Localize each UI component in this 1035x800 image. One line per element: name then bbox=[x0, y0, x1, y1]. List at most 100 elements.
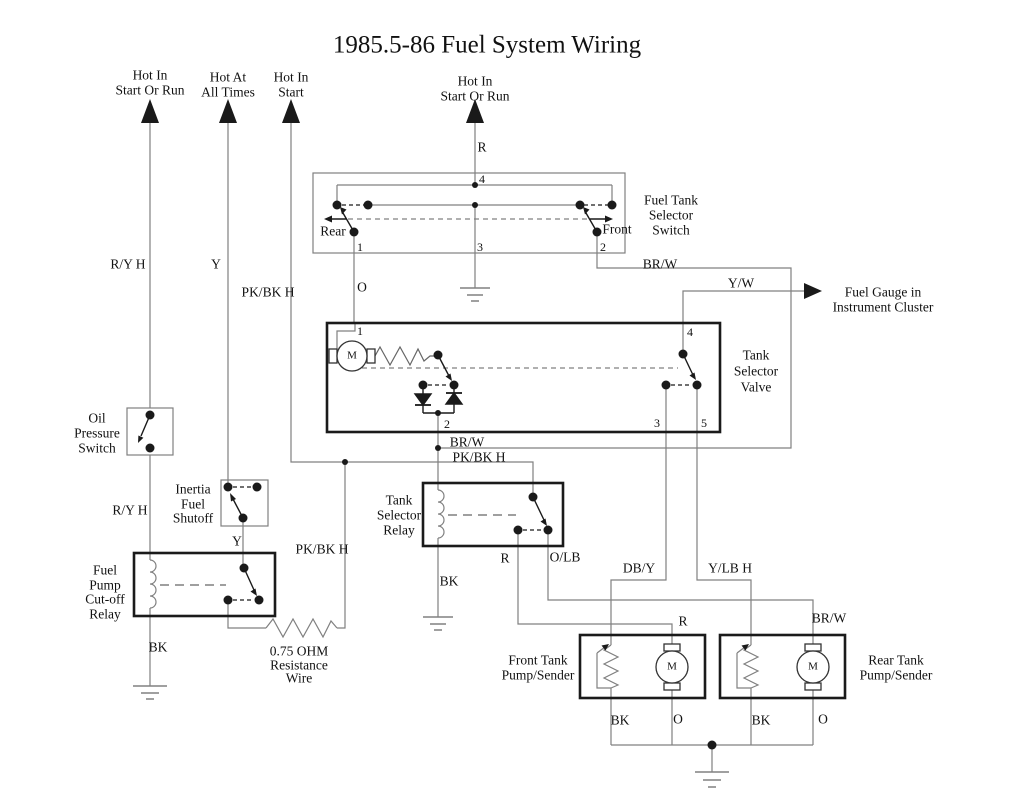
diode-up-icon bbox=[444, 391, 464, 405]
fuel-pump-relay-coil bbox=[149, 559, 157, 609]
wire-label-r-top: R bbox=[477, 139, 487, 155]
wire-label-o-front: O bbox=[673, 711, 683, 727]
wire-label-ryh-upper: R/Y H bbox=[110, 256, 146, 272]
front-motor-tab-bottom bbox=[663, 682, 681, 691]
position-label-front: Front bbox=[602, 221, 632, 237]
wire-label-bk-front: BK bbox=[610, 712, 630, 728]
fuel-gauge-arrow-icon bbox=[804, 283, 822, 299]
wire-label-brw-rear-motor: BR/W bbox=[811, 610, 847, 626]
front-motor-letter: M bbox=[667, 660, 677, 673]
valve-left-arm-arrow bbox=[445, 373, 452, 381]
inertia-arm-arrow bbox=[230, 493, 236, 502]
rear-pump-label-2: Pump/Sender bbox=[859, 667, 933, 683]
wire-label-y-upper: Y bbox=[211, 256, 221, 272]
ground-symbols bbox=[133, 287, 729, 788]
inertia-label-3: Shutoff bbox=[172, 510, 214, 526]
pump-relay-label-4: Relay bbox=[89, 606, 121, 622]
relay-linkage-dashes bbox=[160, 514, 516, 586]
switch-terminal-4: 4 bbox=[479, 172, 485, 186]
valve-right-arm-arrow bbox=[689, 372, 696, 380]
diode-down-icon bbox=[413, 393, 433, 407]
pump-relay-label-3: Cut-off bbox=[85, 591, 125, 607]
wires bbox=[133, 123, 814, 788]
front-tank-pump-sender-box bbox=[578, 633, 707, 700]
front-sender-wiper-arrow bbox=[601, 644, 609, 651]
pump-relay-label-2: Pump bbox=[89, 577, 121, 593]
power-feed-3-line1: Hot In bbox=[273, 69, 309, 85]
wire-label-bk-selector-relay: BK bbox=[439, 573, 459, 589]
oil-switch-arm-arrow bbox=[138, 435, 144, 443]
tank-selector-relay-box bbox=[421, 481, 565, 548]
component-boxes bbox=[126, 172, 847, 700]
fuel-pump-cutoff-relay-box bbox=[132, 551, 277, 618]
rear-motor-letter: M bbox=[808, 660, 818, 673]
front-sender-resistor bbox=[602, 644, 620, 689]
inertia-label-1: Inertia bbox=[175, 481, 211, 497]
power-arrow-4-icon bbox=[466, 99, 484, 123]
arrowheads bbox=[138, 99, 822, 651]
relay-wires bbox=[149, 455, 814, 686]
contact-dashes bbox=[233, 204, 692, 601]
wire-label-r-front-motor: R bbox=[678, 613, 688, 629]
valve-terminal-3: 3 bbox=[654, 416, 660, 430]
inertia-fuel-shutoff-box bbox=[220, 479, 269, 527]
switch-terminal-1: 1 bbox=[357, 240, 363, 254]
fuel-gauge-label-2: Instrument Cluster bbox=[832, 299, 934, 315]
resistance-wire-zigzag bbox=[265, 617, 338, 639]
switch-arms bbox=[140, 212, 694, 591]
rear-pump-motor bbox=[796, 650, 830, 684]
selector-relay-arm-arrow bbox=[540, 518, 547, 526]
switch-terminal-3: 3 bbox=[477, 240, 483, 254]
switch-left-arm-arrow bbox=[340, 207, 347, 215]
valve-label-3: Valve bbox=[740, 379, 772, 395]
valve-motor-tab-right bbox=[366, 348, 376, 364]
switch-terminal-2: 2 bbox=[600, 240, 606, 254]
valve-wires bbox=[336, 323, 752, 645]
power-feed-4-line2: Start Or Run bbox=[440, 88, 510, 104]
power-arrow-3-icon bbox=[282, 99, 300, 123]
feed-wires bbox=[149, 123, 534, 497]
valve-terminal-1: 1 bbox=[357, 324, 363, 338]
rear-direction-arrow-icon bbox=[324, 215, 332, 223]
inertia-label-2: Fuel bbox=[180, 496, 206, 512]
wire-label-pkbk-upper: PK/BK H bbox=[241, 284, 295, 300]
front-pump-label-2: Pump/Sender bbox=[501, 667, 575, 683]
front-motor-tab-top bbox=[663, 643, 681, 652]
oil-switch-label-2: Pressure bbox=[74, 425, 120, 441]
valve-resistor bbox=[374, 345, 438, 367]
switch-right-arm-arrow bbox=[583, 207, 590, 215]
power-feed-1-line1: Hot In bbox=[132, 67, 168, 83]
valve-terminal-2: 2 bbox=[444, 417, 450, 431]
rear-sender-wiper-arrow bbox=[741, 644, 749, 651]
wire-label-ryh-lower: R/Y H bbox=[112, 502, 148, 518]
valve-motor bbox=[336, 340, 368, 372]
valve-motor-tab-left bbox=[328, 348, 338, 364]
power-feed-4-line1: Hot In bbox=[457, 73, 493, 89]
oil-switch-label-1: Oil bbox=[88, 410, 106, 426]
tank-selector-relay-coil bbox=[437, 489, 445, 539]
oil-switch-label-3: Switch bbox=[78, 440, 116, 456]
page-title: 1985.5-86 Fuel System Wiring bbox=[332, 31, 642, 59]
selector-switch-label-1: Fuel Tank bbox=[644, 192, 698, 208]
power-arrow-2-icon bbox=[219, 99, 237, 123]
position-label-rear: Rear bbox=[320, 223, 346, 239]
resistance-wire-label-1: 0.75 OHM bbox=[269, 643, 329, 659]
wire-label-ylbh: Y/LB H bbox=[708, 560, 752, 576]
mechanical-linkage-dashes bbox=[344, 218, 678, 369]
power-feed-2-line1: Hot At bbox=[209, 69, 247, 85]
power-feed-3-line2: Start bbox=[278, 84, 304, 100]
pump-relay-arm-arrow bbox=[250, 588, 257, 596]
contact-dots bbox=[145, 182, 717, 750]
oil-pressure-switch-box bbox=[126, 407, 174, 456]
wire-label-o-selector: O bbox=[357, 279, 367, 295]
wire-label-bk-rear: BK bbox=[751, 712, 771, 728]
selector-switch-wires bbox=[336, 184, 804, 449]
wire-label-r-relay: R bbox=[500, 550, 510, 566]
pump-relay-label-1: Fuel bbox=[92, 562, 118, 578]
valve-label-1: Tank bbox=[742, 347, 770, 363]
power-feed-2-line2: All Times bbox=[201, 84, 255, 100]
wire-label-yw: Y/W bbox=[727, 275, 755, 291]
wire-label-pkbk-mid: PK/BK H bbox=[452, 449, 506, 465]
